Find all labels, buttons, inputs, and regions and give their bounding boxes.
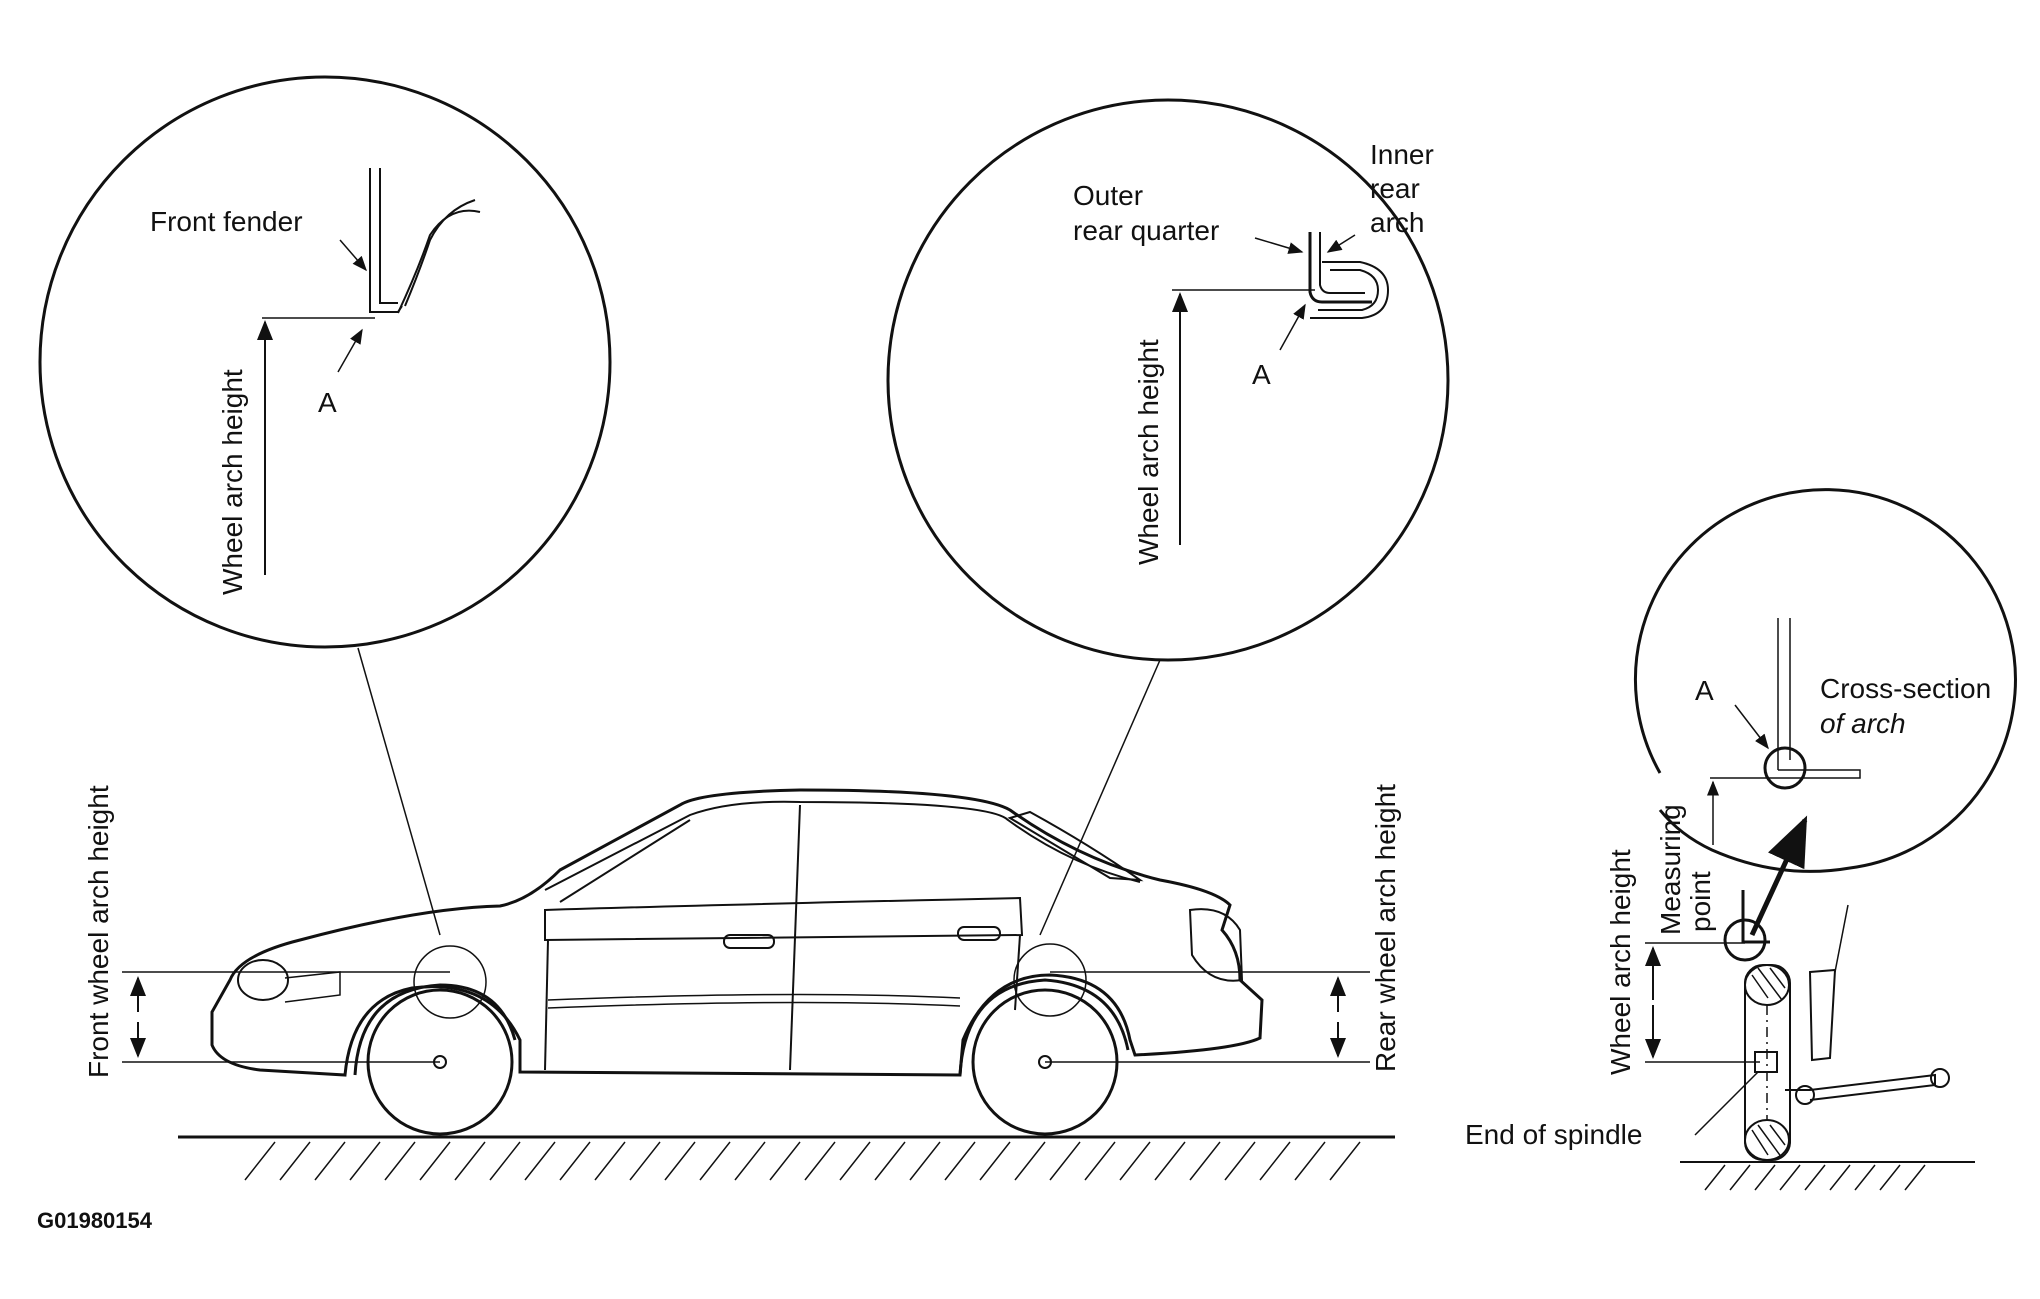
- rear-detail-leader: [1039, 659, 1161, 936]
- outer-label-line1: Outer: [1073, 180, 1143, 211]
- rear-wheel-arch-height-detail-label: Wheel arch height: [1133, 339, 1164, 565]
- wheel-cross-section-detail: A Cross-section of arch Measuring point …: [1465, 488, 2017, 1191]
- cross-section-line2: of arch: [1820, 708, 1906, 739]
- cross-section-line1: Cross-section: [1820, 673, 1991, 704]
- rear-wheel-arch-height-label: Rear wheel arch height: [1370, 784, 1401, 1072]
- side-point-a-label: A: [1695, 675, 1714, 706]
- end-of-spindle-label: End of spindle: [1465, 1119, 1642, 1150]
- front-fender-label: Front fender: [150, 206, 303, 237]
- figure-id: G01980154: [37, 1208, 153, 1233]
- front-point-a-label: A: [318, 387, 337, 418]
- front-wheel-arch-height-label: Wheel arch height: [217, 369, 248, 595]
- front-wheel-arch-height-label: Front wheel arch height: [83, 785, 114, 1078]
- front-detail-leader: [357, 647, 441, 936]
- side-wheel-arch-height-label: Wheel arch height: [1605, 849, 1636, 1075]
- rear-point-a-label: A: [1252, 359, 1271, 390]
- inner-label-line2: rear: [1370, 173, 1420, 204]
- rear-arch-detail: Outer rear quarter Inner rear arch A Whe…: [886, 98, 1450, 662]
- car-side-view: Front wheel arch height Rear wheel arch …: [83, 784, 1401, 1181]
- front-fender-detail: Front fender A Wheel arch height: [38, 75, 612, 649]
- outer-label-line2: rear quarter: [1073, 215, 1219, 246]
- inner-label-line3: arch: [1370, 207, 1424, 238]
- measuring-point-line2: point: [1685, 871, 1716, 932]
- measuring-point-line1: Measuring: [1655, 804, 1686, 935]
- inner-label-line1: Inner: [1370, 139, 1434, 170]
